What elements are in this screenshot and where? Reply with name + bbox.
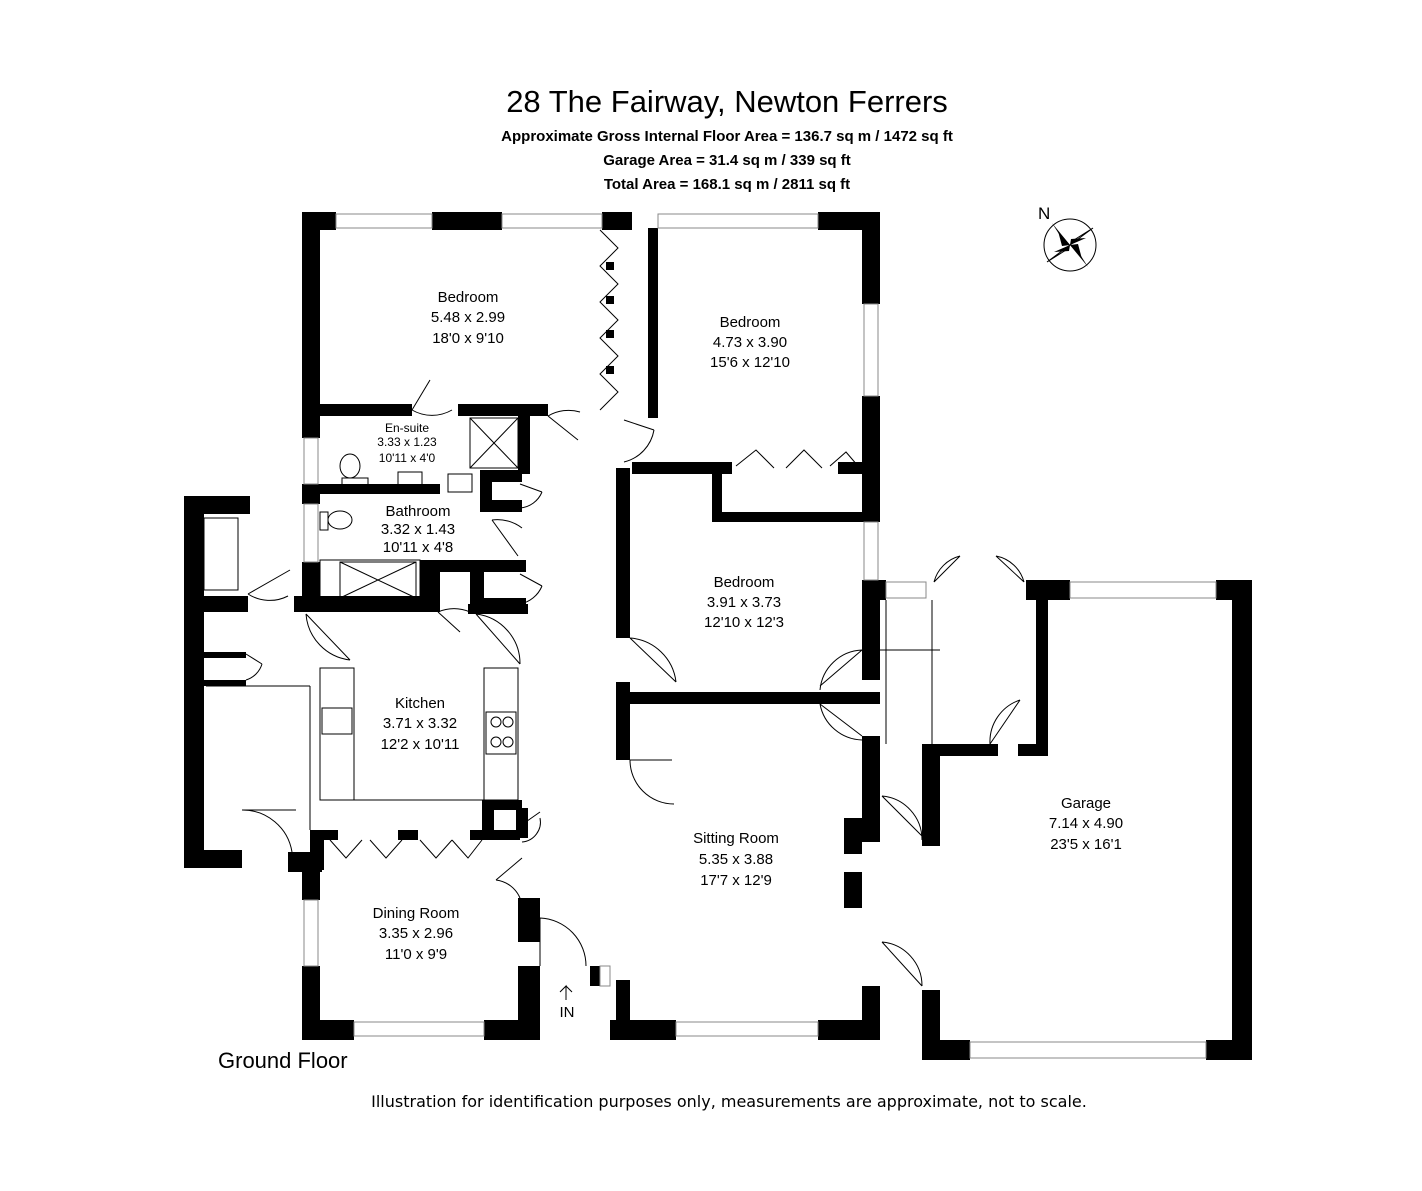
room-bedroom-1: Bedroom 5.48 x 2.99 18'0 x 9'10 (431, 289, 505, 347)
room-bathroom: Bathroom 3.32 x 1.43 10'11 x 4'8 (381, 503, 455, 556)
room-name: Bedroom (714, 574, 775, 591)
garage-area-line: Garage Area = 31.4 sq m / 339 sq ft (603, 152, 851, 169)
room-metric: 5.35 x 3.88 (699, 851, 773, 868)
room-bedroom-2: Bedroom 4.73 x 3.90 15'6 x 12'10 (710, 314, 790, 371)
room-name: Sitting Room (693, 830, 779, 847)
room-dining-room: Dining Room 3.35 x 2.96 11'0 x 9'9 (373, 905, 460, 963)
plan-title: 28 The Fairway, Newton Ferrers (506, 84, 948, 119)
windows (303, 213, 1217, 1059)
room-garage: Garage 7.14 x 4.90 23'5 x 16'1 (1049, 795, 1123, 853)
room-metric: 3.32 x 1.43 (381, 521, 455, 538)
compass-icon: N (1038, 204, 1097, 272)
floor-label: Ground Floor (218, 1048, 348, 1073)
room-kitchen: Kitchen 3.71 x 3.32 12'2 x 10'11 (381, 695, 460, 753)
room-metric: 3.33 x 1.23 (377, 435, 437, 449)
room-name: Bedroom (720, 314, 781, 331)
room-metric: 5.48 x 2.99 (431, 309, 505, 326)
room-bedroom-3: Bedroom 3.91 x 3.73 12'10 x 12'3 (704, 574, 784, 631)
room-imperial: 12'2 x 10'11 (381, 736, 460, 753)
room-imperial: 18'0 x 9'10 (432, 330, 504, 347)
room-imperial: 12'10 x 12'3 (704, 614, 784, 631)
room-name: Bathroom (385, 503, 450, 520)
room-imperial: 10'11 x 4'8 (383, 539, 454, 556)
total-area-line: Total Area = 168.1 sq m / 2811 sq ft (603, 176, 851, 193)
room-imperial: 23'5 x 16'1 (1050, 836, 1122, 853)
room-imperial: 10'11 x 4'0 (379, 451, 436, 465)
room-metric: 7.14 x 4.90 (1049, 815, 1123, 832)
fittings (203, 229, 1025, 1000)
compass-north-label: N (1038, 204, 1050, 223)
room-name: Dining Room (373, 905, 460, 922)
room-metric: 3.71 x 3.32 (383, 715, 457, 732)
disclaimer: Illustration for identification purposes… (371, 1092, 1087, 1111)
entrance-label: IN (560, 1004, 575, 1021)
room-metric: 4.73 x 3.90 (713, 334, 787, 351)
room-name: En-suite (385, 421, 429, 435)
room-imperial: 15'6 x 12'10 (710, 354, 790, 371)
room-ensuite: En-suite 3.33 x 1.23 10'11 x 4'0 (377, 421, 437, 465)
room-name: Bedroom (438, 289, 499, 306)
room-sitting-room: Sitting Room 5.35 x 3.88 17'7 x 12'9 (693, 830, 779, 889)
room-name: Garage (1061, 795, 1111, 812)
room-imperial: 11'0 x 9'9 (385, 946, 447, 963)
room-metric: 3.91 x 3.73 (707, 594, 781, 611)
room-metric: 3.35 x 2.96 (379, 925, 453, 942)
floor-area-line: Approximate Gross Internal Floor Area = … (501, 128, 953, 145)
room-name: Kitchen (395, 695, 445, 712)
room-imperial: 17'7 x 12'9 (700, 872, 772, 889)
